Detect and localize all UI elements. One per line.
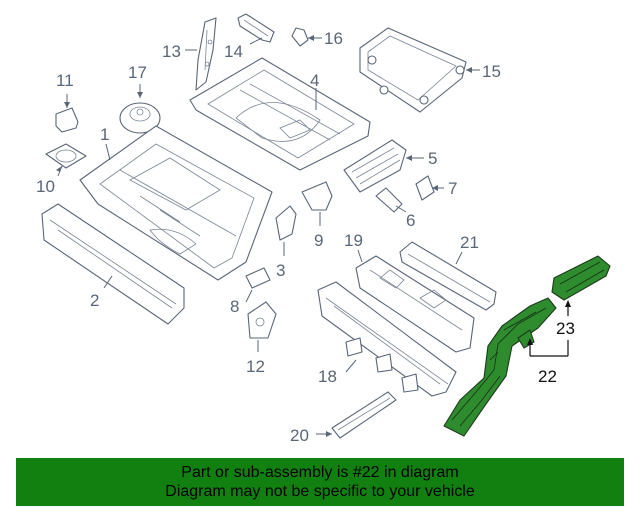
callout-3: 3	[276, 261, 285, 280]
part-19-rear-panel[interactable]	[355, 255, 475, 353]
callout-13: 13	[162, 42, 181, 61]
callout-1: 1	[100, 125, 109, 144]
banner-line-1: Part or sub-assembly is #22 in diagram	[181, 464, 459, 481]
part-13-bracket[interactable]	[195, 17, 217, 91]
part-4-rear-floor-panel[interactable]	[189, 57, 371, 171]
part-8-bracket[interactable]	[245, 267, 271, 289]
part-7-bracket[interactable]	[415, 175, 435, 201]
part-15-cover[interactable]	[359, 27, 467, 113]
part-6-bracket[interactable]	[375, 187, 403, 213]
callout-2: 2	[90, 291, 99, 310]
part-21-rail[interactable]	[399, 241, 497, 311]
callout-4: 4	[310, 71, 319, 90]
part-2-crossmember[interactable]	[41, 203, 185, 325]
part-20-rail[interactable]	[331, 391, 397, 439]
part-10-seal[interactable]	[45, 143, 87, 169]
part-9-bracket[interactable]	[301, 181, 333, 211]
callout-10: 10	[36, 177, 55, 196]
banner-line-2: Diagram may not be specific to your vehi…	[165, 483, 475, 500]
callout-11: 11	[56, 71, 74, 90]
part-16-clip[interactable]	[291, 27, 309, 47]
callout-8: 8	[230, 297, 239, 316]
part-11-plug[interactable]	[55, 107, 79, 133]
callout-15: 15	[482, 62, 501, 81]
part-3-bracket[interactable]	[275, 205, 297, 241]
callout-5: 5	[428, 149, 437, 168]
info-banner: Part or sub-assembly is #22 in diagram D…	[16, 458, 624, 506]
callout-9: 9	[314, 231, 323, 250]
part-14-bracket[interactable]	[237, 13, 275, 43]
callout-16: 16	[324, 29, 343, 48]
callout-18: 18	[318, 367, 337, 386]
part-5-reinforcement[interactable]	[343, 139, 407, 193]
callout-21: 21	[460, 233, 479, 252]
callout-17: 17	[128, 63, 147, 82]
part-23-extension[interactable]	[551, 255, 611, 301]
part-18-rear-crossmember[interactable]	[317, 281, 457, 397]
callout-7: 7	[448, 179, 457, 198]
callout-19: 19	[344, 231, 363, 250]
callout-12: 12	[246, 357, 265, 376]
callout-14: 14	[224, 42, 243, 61]
part-22-rear-side-member[interactable]	[443, 297, 557, 437]
callout-20: 20	[290, 426, 309, 445]
part-12-bracket[interactable]	[247, 301, 277, 339]
part-1-floor-panel[interactable]	[79, 125, 273, 281]
callout-23: 23	[556, 319, 575, 338]
callout-22: 22	[538, 367, 557, 386]
callout-6: 6	[406, 211, 415, 230]
part-17-spare-tire-clamp[interactable]	[119, 102, 161, 134]
